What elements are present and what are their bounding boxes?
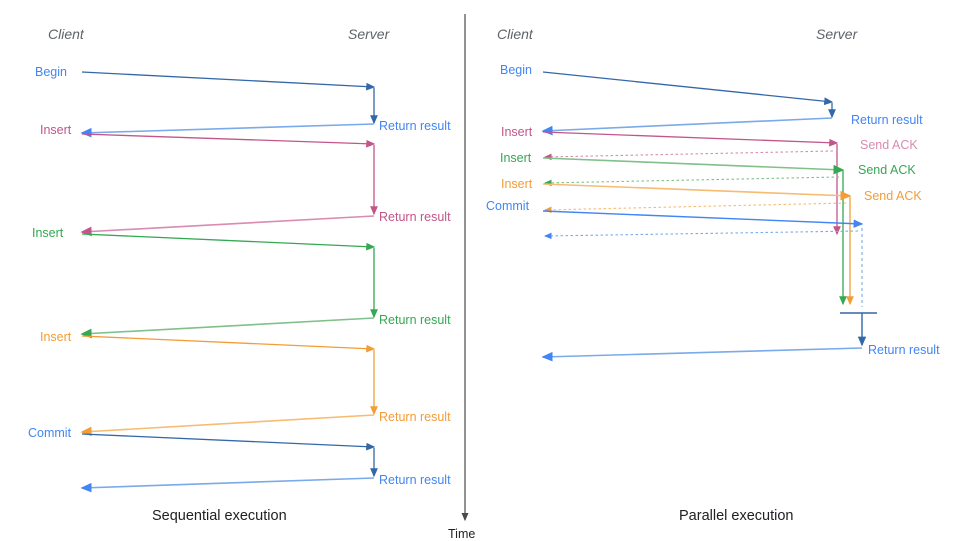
- right-panel-caption: Parallel execution: [679, 508, 794, 524]
- left-message-insert-2: Insert: [32, 226, 64, 240]
- left-message-begin: Begin: [35, 65, 67, 79]
- left-return-result-5: Return result: [379, 473, 451, 487]
- right-actor-client: Client: [497, 26, 533, 42]
- right-panel-flow-insert-pink: [542, 131, 841, 236]
- left-panel-flow-2-insert: [80, 133, 378, 237]
- left-panel-flow-4-insert: [80, 335, 378, 437]
- left-return-result-3: Return result: [379, 313, 451, 327]
- left-return-result-1: Return result: [379, 119, 451, 133]
- right-send-ack-3: Send ACK: [864, 189, 922, 203]
- left-return-result-4: Return result: [379, 410, 451, 424]
- right-message-insert-1: Insert: [501, 125, 533, 139]
- left-panel-flow-3-insert: [80, 233, 378, 339]
- right-panel-flow-begin: [541, 71, 836, 136]
- right-message-insert-2: Insert: [500, 151, 532, 165]
- right-panel-flow-insert-green: [542, 157, 847, 306]
- right-panel-join-bar: [541, 312, 877, 362]
- left-panel-flow-1-begin: [80, 71, 378, 138]
- right-message-commit: Commit: [486, 199, 530, 213]
- right-message-begin: Begin: [500, 63, 532, 77]
- left-actor-server: Server: [348, 26, 390, 42]
- left-actor-client: Client: [48, 26, 84, 42]
- right-panel-flow-commit: [542, 210, 864, 307]
- left-message-insert-1: Insert: [40, 123, 72, 137]
- right-message-insert-3: Insert: [501, 177, 533, 191]
- right-send-ack-2: Send ACK: [858, 163, 916, 177]
- left-return-result-2: Return result: [379, 210, 451, 224]
- left-panel-flow-5-commit: [80, 433, 378, 493]
- left-message-commit: Commit: [28, 426, 72, 440]
- right-panel-flow-insert-orange: [542, 183, 854, 306]
- right-return-result-1: Return result: [851, 113, 923, 127]
- right-return-result-2: Return result: [868, 343, 940, 357]
- right-actor-server: Server: [816, 26, 858, 42]
- left-message-insert-3: Insert: [40, 330, 72, 344]
- time-axis-label: Time: [448, 527, 476, 541]
- right-send-ack-1: Send ACK: [860, 138, 918, 152]
- left-panel-caption: Sequential execution: [152, 508, 287, 524]
